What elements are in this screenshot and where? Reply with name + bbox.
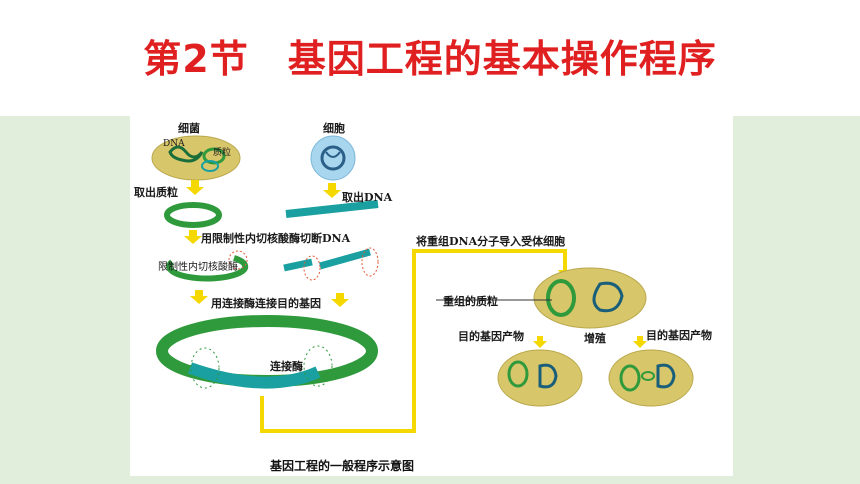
small-plasmid [201,160,219,172]
diagram-caption: 基因工程的一般程序示意图 [270,459,415,473]
label-take-dna: 取出DNA [342,191,393,204]
cut-plasmid [166,255,249,282]
label-ligase: 连接酶 [270,360,303,373]
label-restriction-enzyme: 限制性内切核酸酶 [158,262,238,273]
daughter-cell-right [608,349,694,407]
recipient-cell [533,267,647,329]
label-product-left: 目的基因产物 [458,330,524,343]
label-recombinant-plasmid: 重组的质粒 [443,295,498,308]
plasmid-ring [164,202,222,228]
small-plasmid [202,147,226,165]
label-plasmid-in-cell: 质粒 [213,148,232,158]
slide-title: 第2节 基因工程的基本操作程序 [143,37,717,81]
label-take-plasmid: 取出质粒 [134,186,178,199]
down-arrow [184,180,349,307]
bacterial-dna [168,145,204,163]
label-dna-in-cell: DNA [163,139,185,149]
cell-nucleus-dna [320,145,346,171]
label-bacteria: 细菌 [178,122,200,135]
cut-dna-fragment [283,258,313,272]
label-cell: 细胞 [323,122,345,135]
label-introduce-step: 将重组DNA分子导入受体细胞 [416,235,566,248]
label-product-right: 目的基因产物 [646,329,712,342]
label-ligase-step: 用连接酶连接目的基因 [211,297,321,310]
dna-strand [285,200,379,218]
transfer-path [260,249,567,433]
cut-dna-fragment [319,248,371,270]
label-proliferation: 增殖 [584,332,606,345]
label-cut-step: 用限制性内切核酸酶切断DNA [201,232,351,245]
